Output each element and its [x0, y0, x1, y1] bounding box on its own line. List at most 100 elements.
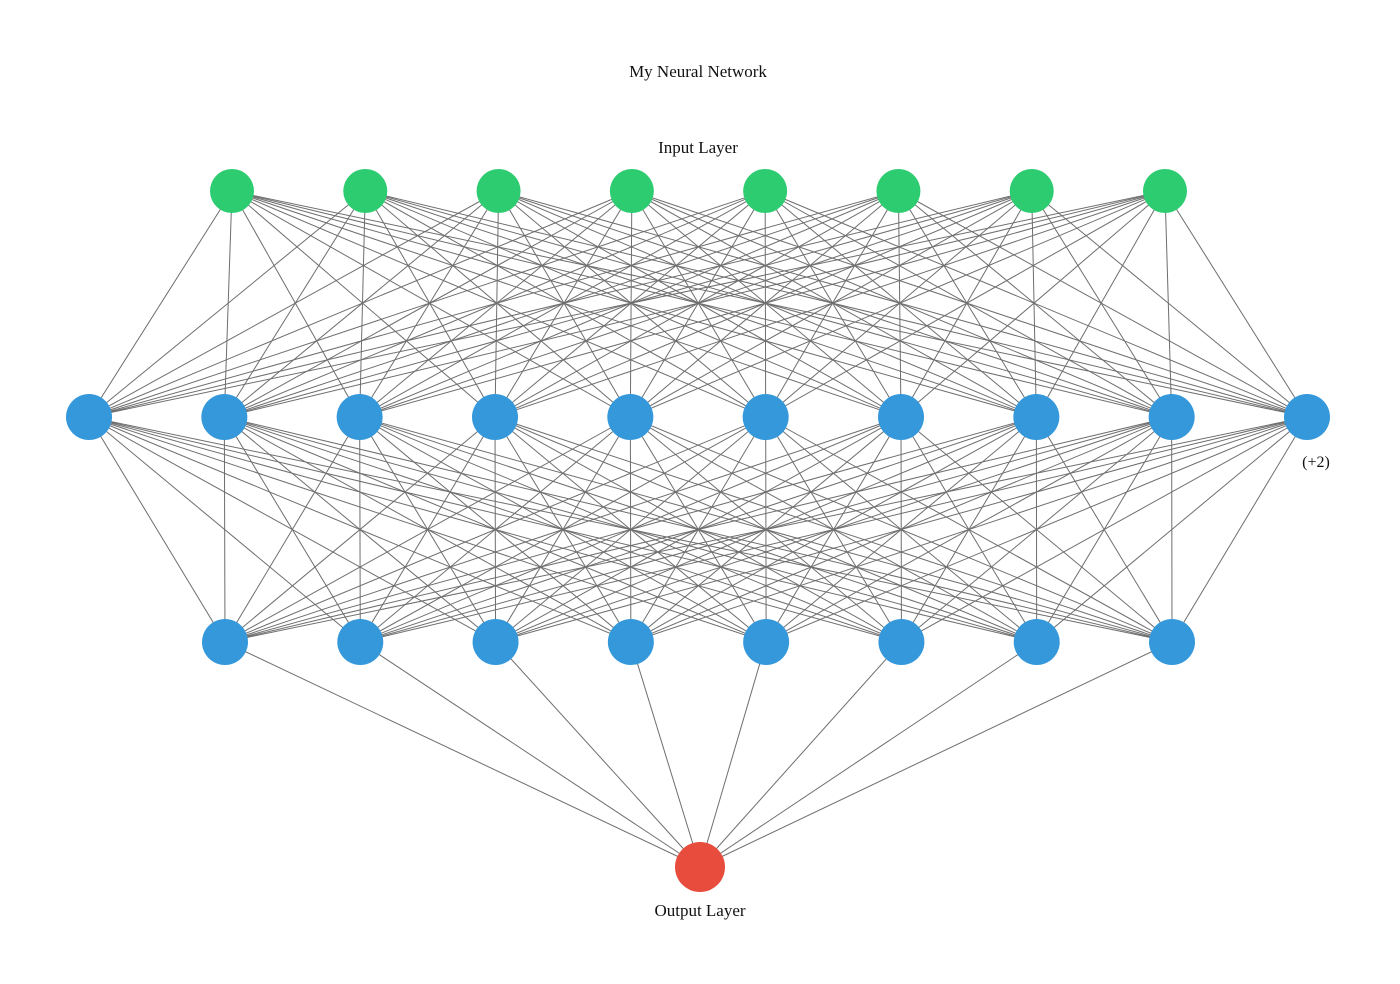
hidden-layer-1-node [1148, 394, 1195, 440]
network-edge [765, 416, 1308, 643]
network-edge [231, 190, 361, 418]
network-edge [764, 190, 902, 418]
hidden-layer-1-node [607, 394, 654, 440]
network-edge [88, 190, 499, 418]
network-edge [364, 190, 496, 418]
network-edge [1036, 416, 1308, 643]
hidden-layer-1-node [201, 394, 248, 440]
input-layer-node [876, 169, 921, 213]
hidden-layer-2-node [337, 619, 384, 665]
network-edge [1164, 190, 1308, 418]
network-edge [764, 190, 1172, 418]
network-edge [498, 190, 631, 418]
network-edge [224, 416, 1172, 643]
network-edge [231, 190, 902, 418]
network-edge [898, 190, 1172, 418]
network-edge [224, 416, 1037, 643]
input-layer-node [609, 169, 654, 213]
network-edge [631, 190, 767, 418]
network-edge [699, 641, 767, 868]
hidden-layer-1-node [878, 394, 924, 440]
hidden-layer-1-node [742, 394, 789, 440]
network-edge [224, 416, 496, 643]
hidden-layer-2-node [1013, 619, 1060, 665]
input-layer-node [1009, 169, 1054, 213]
hidden-layer-1-node [66, 394, 112, 440]
network-edge [495, 641, 701, 868]
network-edge [631, 190, 1037, 418]
input-layer-node [210, 169, 254, 213]
network-edge [630, 416, 1308, 643]
network-edge [699, 641, 902, 868]
network-edge [898, 190, 1308, 418]
output-layer-node [675, 842, 725, 892]
network-edge [365, 190, 766, 418]
hidden-layer-2-node [607, 619, 654, 665]
network-edge [88, 416, 226, 643]
network-edge [365, 190, 1037, 418]
input-layer-node [743, 169, 788, 213]
network-edge [359, 190, 1166, 418]
network-edge [224, 416, 631, 643]
hidden-layer-2-node [878, 619, 925, 665]
network-edge [631, 190, 1172, 418]
network-edge [88, 190, 233, 418]
network-edge [764, 190, 767, 418]
network-edge [1171, 416, 1308, 643]
network-edge [360, 416, 1308, 643]
network-edge [629, 190, 633, 418]
input-layer-label: Input Layer [658, 138, 738, 157]
hidden-layer-1-node [472, 394, 518, 440]
network-edge [901, 416, 1308, 643]
network-edge [630, 641, 701, 868]
network-edge [629, 190, 766, 418]
network-edge [494, 190, 1166, 418]
network-edge [498, 190, 1037, 418]
network-edge [224, 416, 902, 643]
hidden-layer-2-node [472, 619, 519, 665]
network-edge [1031, 190, 1308, 418]
diagram-title: My Neural Network [629, 62, 767, 81]
network-edge [224, 416, 766, 643]
network-edge [364, 190, 631, 418]
input-layer-node [1143, 169, 1187, 213]
network-edge [900, 190, 1033, 418]
network-edge [88, 190, 766, 418]
network-edge [631, 190, 902, 418]
network-edge [1031, 190, 1173, 418]
network-edge [699, 641, 1037, 868]
input-layer-node [476, 169, 521, 213]
output-layer-label: Output Layer [654, 901, 746, 920]
network-edge [88, 190, 1032, 418]
network-edge [1164, 190, 1173, 418]
network-edge [699, 641, 1173, 868]
hidden-layer-2-node [1149, 619, 1195, 665]
hidden-layer-1-node [336, 394, 383, 440]
network-edge [765, 190, 1166, 418]
hidden-truncation-label: (+2) [1302, 454, 1330, 471]
network-edge [764, 190, 1037, 418]
network-edge [88, 190, 899, 418]
network-edge [88, 190, 366, 418]
hidden-layer-2-node [202, 619, 248, 665]
network-edge [231, 190, 766, 418]
network-edge [88, 190, 1166, 418]
network-edge [231, 190, 496, 418]
network-edge [764, 190, 1308, 418]
network-edge [88, 190, 633, 418]
network-edge [898, 190, 1037, 418]
network-edge [224, 416, 361, 643]
hidden-layer-1-node [1013, 394, 1060, 440]
network-edge [495, 416, 1308, 643]
network-edge [365, 190, 902, 418]
network-edge [1035, 190, 1166, 418]
network-edge [900, 190, 1166, 418]
network-edge [224, 416, 1308, 643]
hidden-layer-2-node [743, 619, 790, 665]
network-edge [224, 641, 701, 868]
network-edge [630, 190, 1166, 418]
input-layer-node [343, 169, 388, 213]
network-edge [498, 190, 766, 418]
